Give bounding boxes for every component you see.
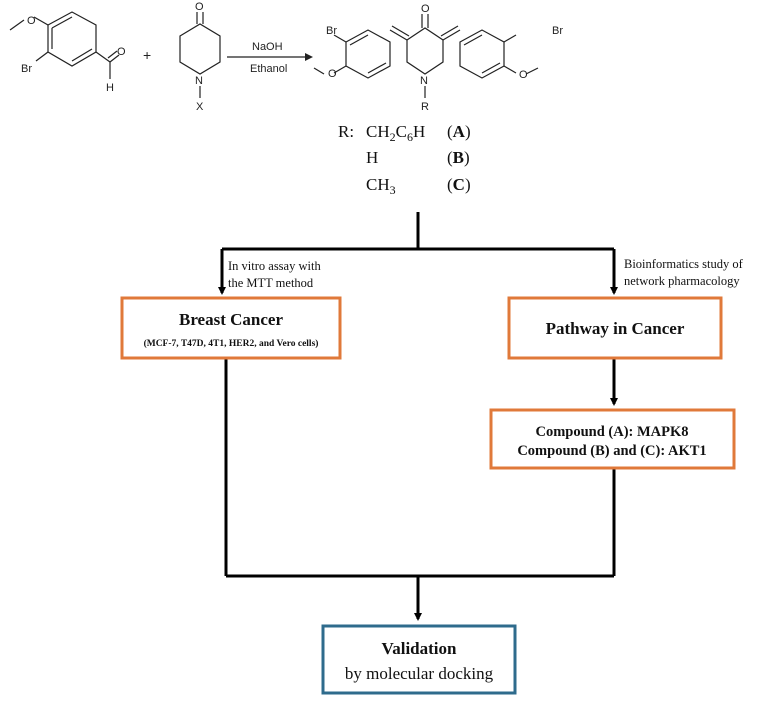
reactant2-o-label: O (195, 1, 204, 13)
reactant1-o-label: O (27, 15, 36, 27)
product-molecule (313, 14, 539, 98)
right-branch-note-line1: Bioinformatics study of (624, 257, 744, 271)
substituent-row-c: CH3 (366, 175, 396, 197)
targets-line2: Compound (B) and (C): AKT1 (517, 443, 706, 459)
pathway-title: Pathway in Cancer (546, 319, 685, 338)
product-o-left-label: O (328, 68, 337, 80)
reactant1-br-label: Br (21, 63, 32, 75)
substituent-row-b: H (366, 148, 378, 167)
solvent-label: Ethanol (250, 63, 287, 75)
reaction-scheme (9, 11, 539, 98)
substituent-label-a: (A) (447, 122, 471, 141)
substituent-prefix: R: (338, 122, 354, 141)
plus-sign: + (143, 47, 151, 63)
product-br-left-label: Br (326, 25, 337, 37)
validation-title: Validation (382, 639, 458, 658)
flow-connectors (218, 212, 618, 621)
reactant-piperidinone (179, 12, 221, 98)
reagent-label: NaOH (252, 41, 283, 53)
reactant2-n-label: N (195, 75, 203, 87)
reactant2-x-label: X (196, 101, 204, 113)
product-o-label: O (421, 3, 430, 15)
breast-cancer-subtitle: (MCF-7, T47D, 4T1, HER2, and Vero cells) (144, 338, 319, 349)
product-br-right-label: Br (552, 25, 563, 37)
breast-cancer-title: Breast Cancer (179, 310, 283, 329)
substituent-row-a: CH2C6H (366, 122, 425, 144)
pathway-box: Pathway in Cancer (507, 296, 723, 360)
validation-box: Validation by molecular docking (321, 624, 517, 695)
breast-cancer-box: Breast Cancer (MCF-7, T47D, 4T1, HER2, a… (120, 296, 342, 360)
right-branch-note-line2: network pharmacology (624, 274, 740, 288)
product-r-label: R (421, 101, 429, 113)
substituent-label-b: (B) (447, 148, 470, 167)
left-branch-note-line2: the MTT method (228, 276, 314, 290)
targets-box: Compound (A): MAPK8 Compound (B) and (C)… (489, 408, 736, 470)
left-branch-note-line1: In vitro assay with (228, 259, 321, 273)
validation-subtitle: by molecular docking (345, 664, 494, 683)
reactant-aldehyde (9, 11, 120, 79)
reactant1-h-label: H (106, 82, 114, 94)
targets-line1: Compound (A): MAPK8 (535, 424, 688, 440)
product-o-right-label: O (519, 69, 528, 81)
substituent-label-c: (C) (447, 175, 471, 194)
product-n-label: N (420, 75, 428, 87)
reactant1-aldehyde-o-label: O (117, 46, 126, 58)
substituent-table: R: CH2C6H (A) H (B) CH3 (C) (338, 122, 471, 197)
